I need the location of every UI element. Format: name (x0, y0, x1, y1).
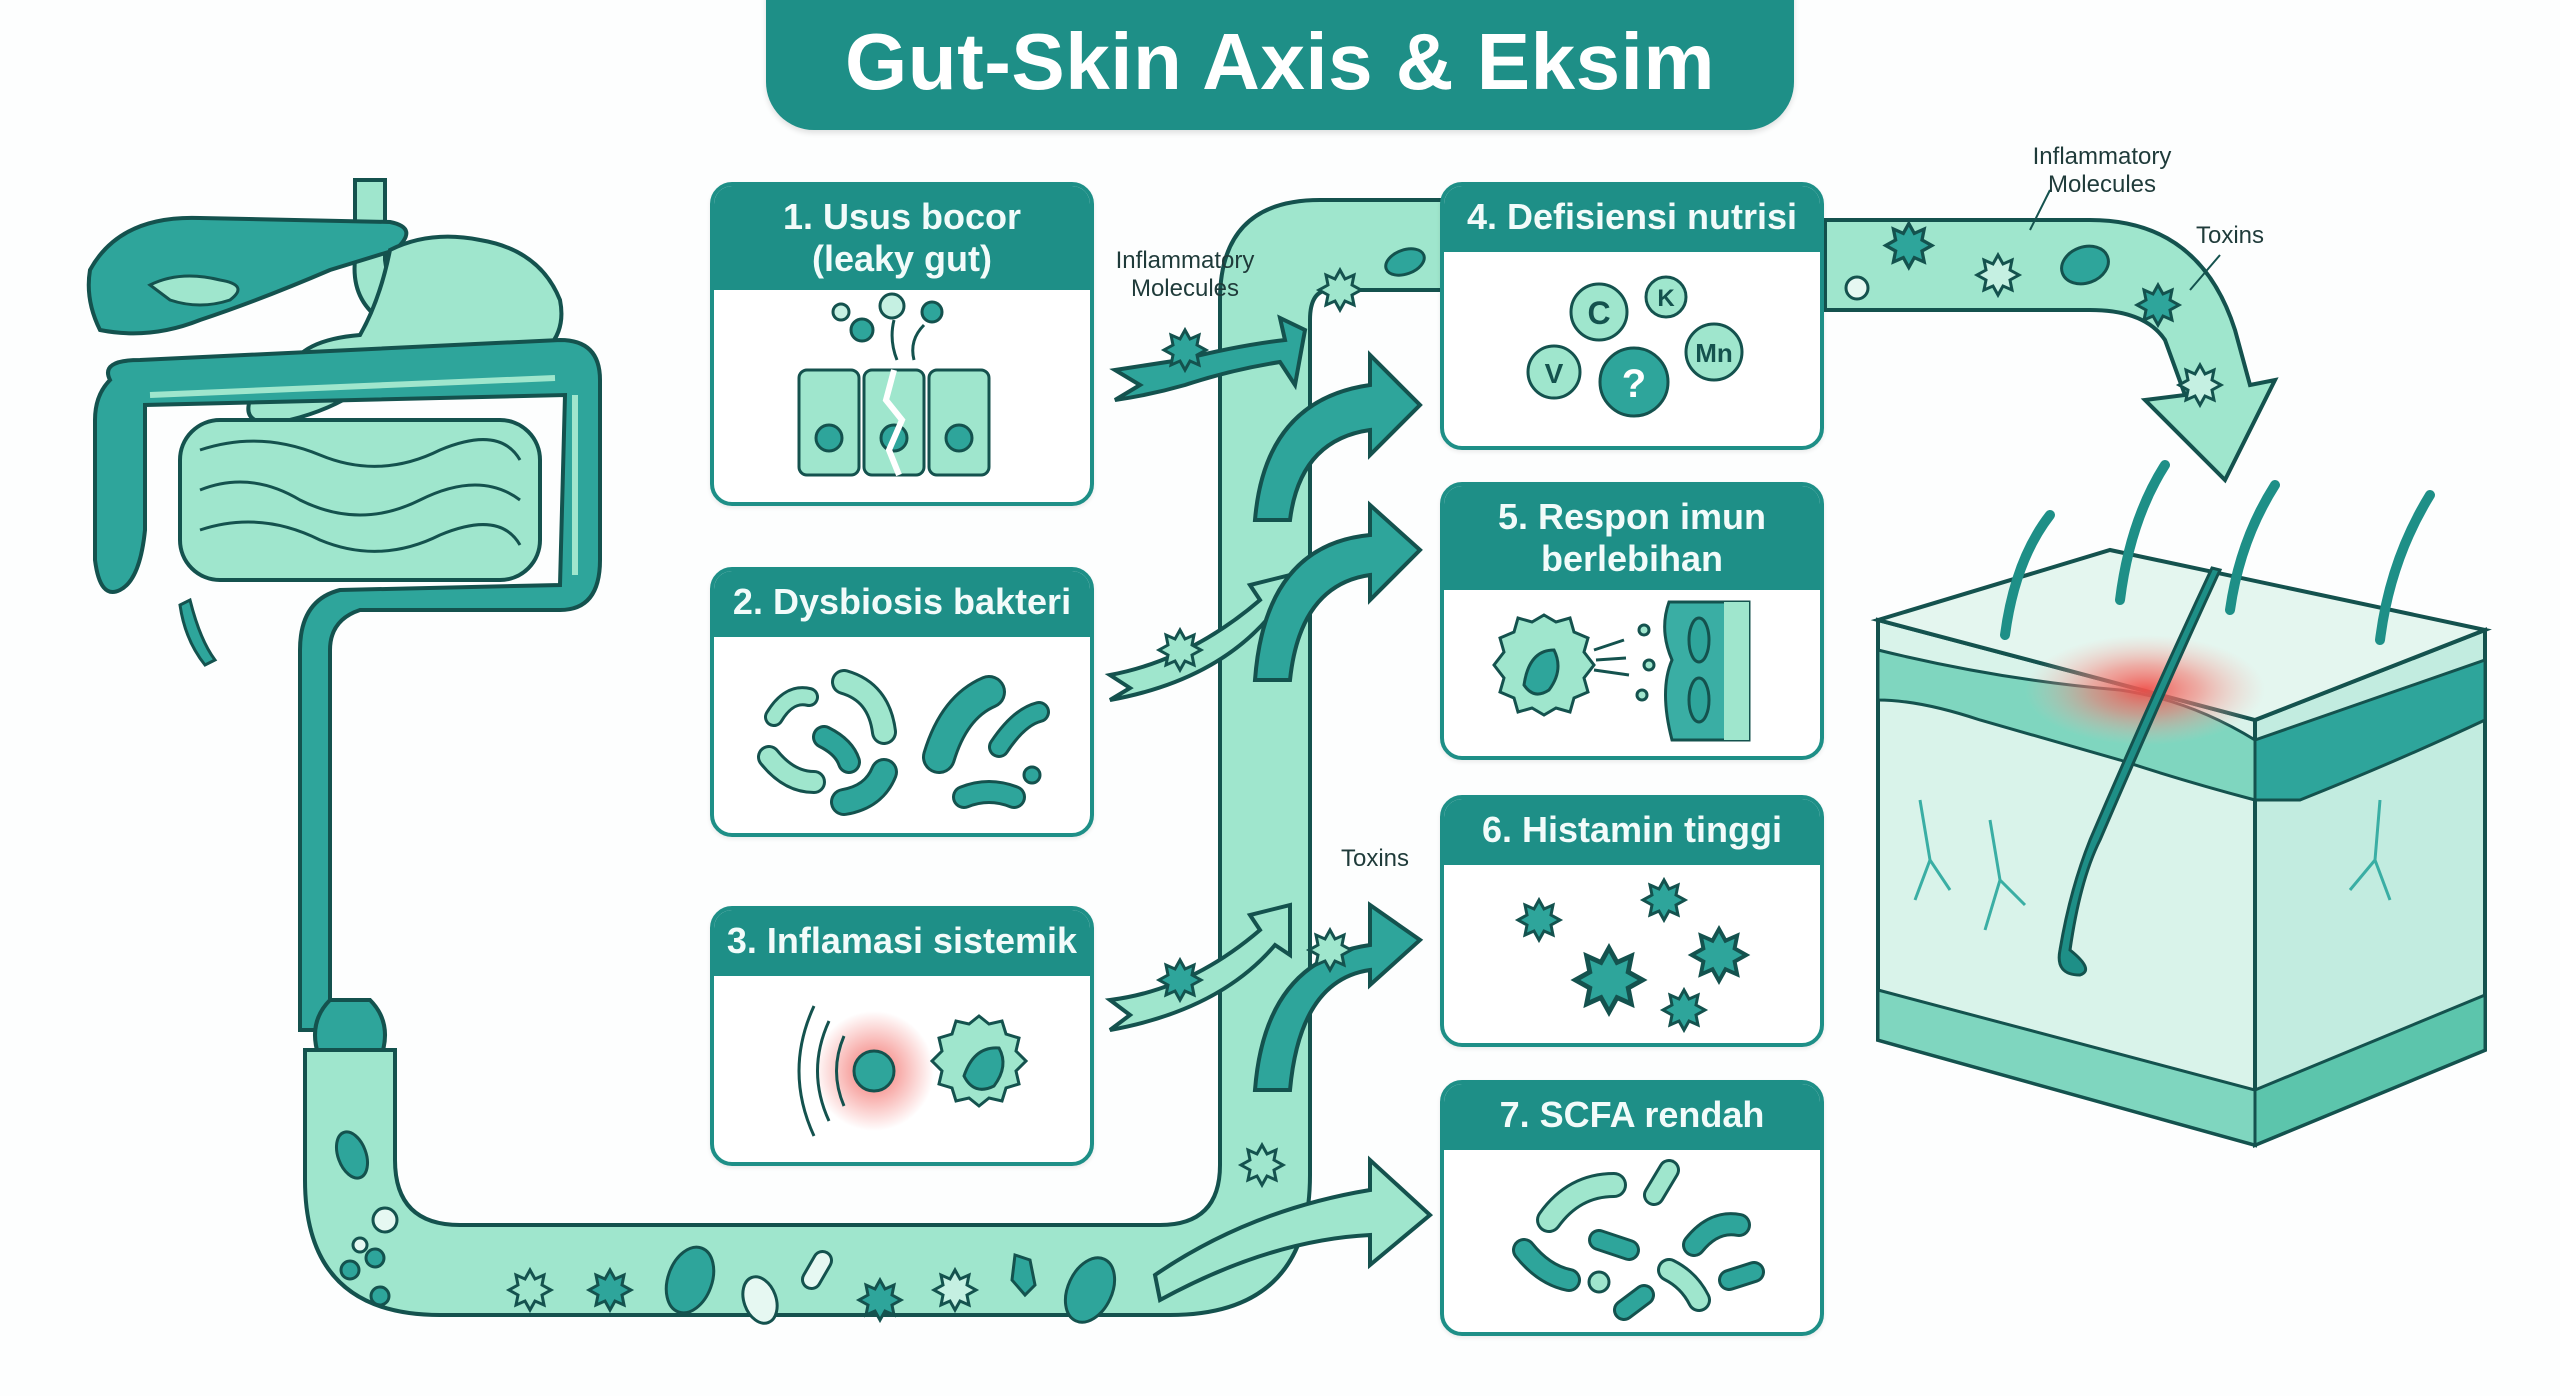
card-excessive-immune-response: 5. Respon imun berlebihan (1440, 482, 1824, 760)
label-toxins-right: Toxins (2190, 222, 2270, 250)
nutrient-unknown: ? (1622, 362, 1646, 406)
label-line: Inflammatory (2032, 143, 2172, 170)
nutrient-c: C (1587, 295, 1610, 331)
label-toxins-mid: Toxins (1335, 845, 1415, 873)
label-line: Molecules (1130, 275, 1240, 302)
card-nutrient-deficiency: 4. Defisiensi nutrisi C K V ? Mn (1440, 182, 1824, 450)
digestive-system-illustration (86, 178, 602, 1082)
card-title: 1. Usus bocor (leaky gut) (714, 186, 1090, 290)
nutrient-k: K (1657, 285, 1675, 312)
page-title: Gut-Skin Axis & Eksim (845, 17, 1715, 106)
label-inflammatory-molecules-right: Inflammatory Molecules (2022, 143, 2182, 199)
label-line: Molecules (2047, 171, 2157, 198)
title-banner: Gut-Skin Axis & Eksim (766, 0, 1794, 130)
card-dysbiosis: 2. Dysbiosis bakteri (710, 567, 1094, 837)
card-high-histamine: 6. Histamin tinggi (1440, 795, 1824, 1047)
card-leaky-gut: 1. Usus bocor (leaky gut) (710, 182, 1094, 506)
label-inflammatory-molecules-left: Inflammatory Molecules (1105, 247, 1265, 303)
nutrient-mn: Mn (1695, 338, 1733, 368)
flow-arrows (1104, 247, 1426, 1092)
card-systemic-inflammation: 3. Inflamasi sistemik (710, 906, 1094, 1166)
bloodstream-pipe-top (1823, 189, 2279, 484)
card-title-line: (leaky gut) (811, 238, 993, 279)
skin-cross-section-illustration (1870, 460, 2492, 1148)
card-title: 6. Histamin tinggi (1444, 799, 1820, 865)
card-title: 3. Inflamasi sistemik (714, 910, 1090, 976)
card-title: 7. SCFA rendah (1444, 1084, 1820, 1150)
card-title-line: 5. Respon imun (1497, 496, 1767, 537)
card-title: 4. Defisiensi nutrisi (1444, 186, 1820, 252)
bloodstream-pipe-bottom (303, 198, 1447, 1325)
card-title-line: berlebihan (1540, 538, 1724, 579)
label-text: Toxins (1340, 845, 1410, 872)
card-title-line: 1. Usus bocor (782, 196, 1022, 237)
nutrient-v: V (1545, 358, 1564, 389)
label-line: Inflammatory (1115, 247, 1255, 274)
card-title: 2. Dysbiosis bakteri (714, 571, 1090, 637)
card-low-scfa: 7. SCFA rendah (1440, 1080, 1824, 1336)
label-text: Toxins (2195, 222, 2265, 249)
card-title: 5. Respon imun berlebihan (1444, 486, 1820, 590)
